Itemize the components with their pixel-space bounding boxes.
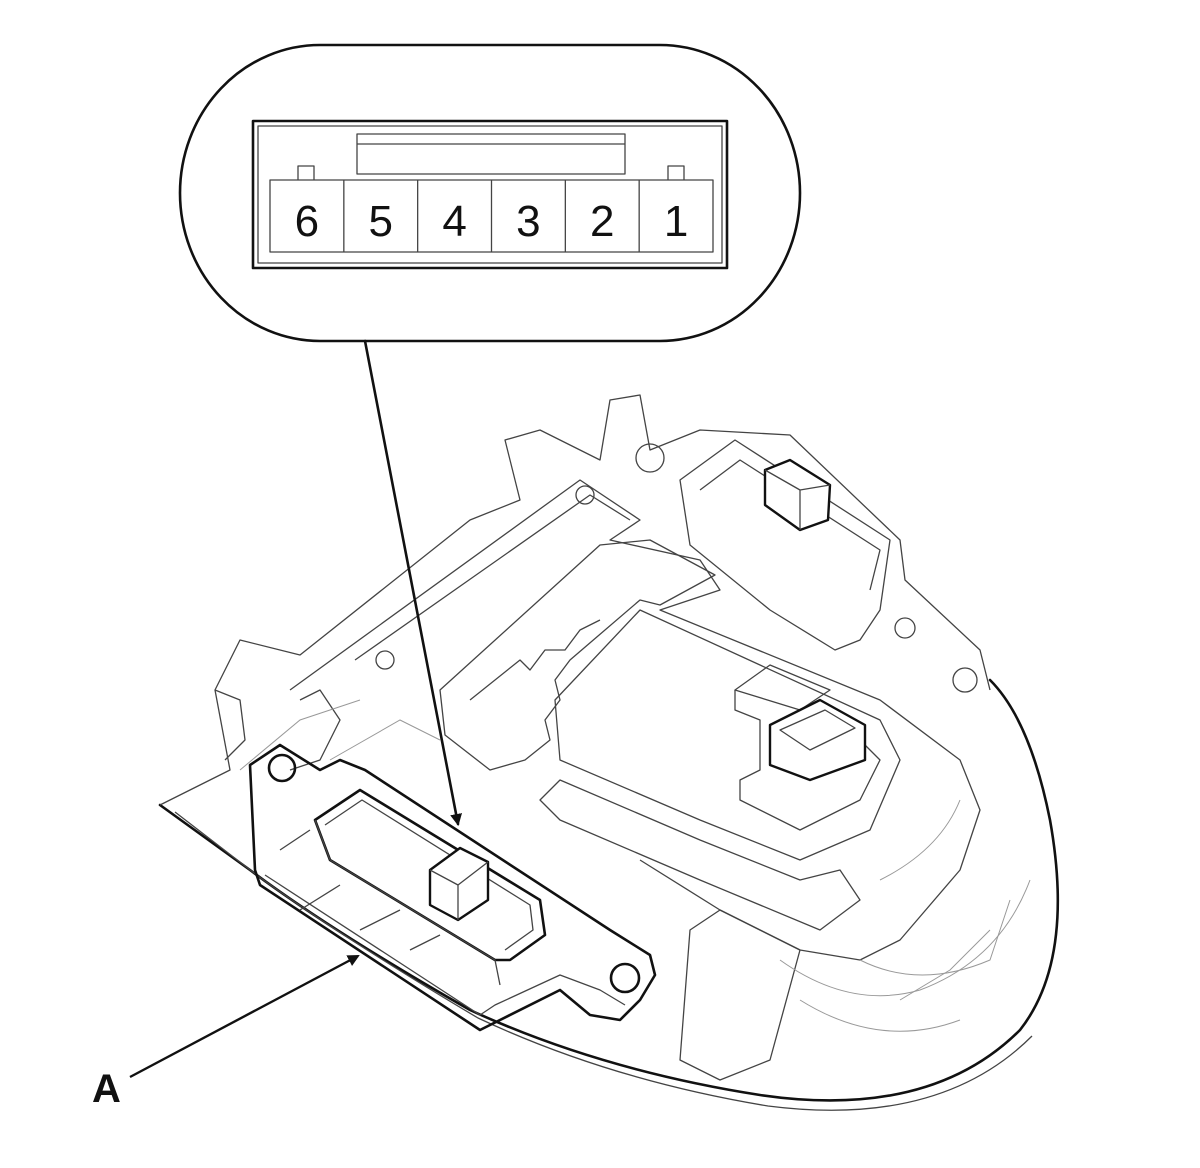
right-switch-knob bbox=[763, 458, 832, 532]
key-left bbox=[297, 165, 315, 180]
mount-hole-right bbox=[894, 617, 916, 639]
key-right bbox=[667, 165, 685, 180]
callout-a-arrow bbox=[129, 954, 360, 1079]
pin-label-4: 4 bbox=[442, 197, 466, 246]
pin-label-1: 1 bbox=[664, 197, 688, 246]
center-switch-knob bbox=[768, 698, 867, 782]
mount-hole-top bbox=[575, 485, 595, 505]
callout-a-label: A bbox=[92, 1067, 121, 1111]
connector-leader-arrow bbox=[363, 339, 463, 826]
pin-label-3: 3 bbox=[516, 197, 540, 246]
housing-rim bbox=[174, 811, 1033, 1111]
center-base-plate bbox=[539, 779, 861, 931]
pin-label-6: 6 bbox=[295, 197, 319, 246]
pin-label-5: 5 bbox=[369, 197, 393, 246]
connector-face bbox=[251, 119, 729, 270]
module-mount-hole-right bbox=[609, 962, 641, 994]
part-a-module bbox=[248, 743, 657, 1032]
module-mount-hole-left bbox=[267, 753, 297, 783]
mount-hole-left bbox=[375, 650, 395, 670]
stepped-ridge bbox=[439, 539, 716, 771]
callout-bubble bbox=[178, 43, 802, 343]
inner-frame bbox=[289, 479, 981, 961]
lower-wall bbox=[679, 909, 801, 1081]
center-board bbox=[554, 609, 901, 861]
housing-top-edge bbox=[159, 394, 991, 806]
mount-hole-boss bbox=[635, 443, 665, 473]
housing-outline bbox=[158, 678, 1060, 1102]
pin-label-2: 2 bbox=[590, 197, 614, 246]
center-switch-body bbox=[734, 690, 881, 831]
connector-lock-tab bbox=[356, 133, 626, 175]
console-assembly bbox=[158, 394, 1060, 1111]
